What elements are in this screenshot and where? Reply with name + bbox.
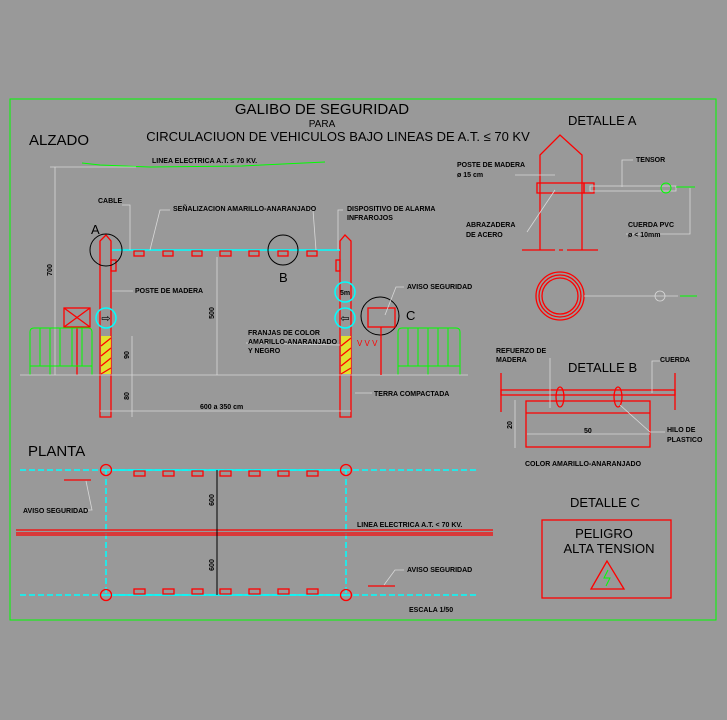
alzado-heading: ALZADO — [29, 132, 89, 149]
clamp-ring — [535, 271, 585, 321]
title-sub: CIRCULACIUON DE VEHICULOS BAJO LINEAS DE… — [146, 129, 530, 144]
hazard-stripes — [100, 336, 352, 375]
dim-80: 80 — [124, 392, 131, 400]
dim-600-bottom: 600 — [209, 559, 216, 571]
dim-600-top: 600 — [209, 494, 216, 506]
poste-a-label: POSTE DE MADERA — [457, 162, 525, 169]
planta-heading: PLANTA — [28, 443, 85, 460]
dim-50: 50 — [584, 428, 592, 435]
span-dim: 600 a 350 cm — [200, 404, 243, 411]
dim-700: 700 — [47, 264, 54, 276]
franjas-label-3: Y NEGRO — [248, 348, 281, 355]
plan-power-line-label: LINEA ELECTRICA A.T. < 70 KV. — [357, 522, 462, 529]
detail-a-circle — [89, 233, 123, 267]
refuerzo-label-2: MADERA — [496, 357, 527, 364]
alarm-marks: V V V — [357, 339, 378, 348]
plan-power-line — [16, 529, 493, 536]
detalle-a-heading: DETALLE A — [568, 113, 637, 128]
sign-alta-tension: ALTA TENSION — [563, 541, 654, 556]
arrow-right-sign-icon — [95, 307, 117, 329]
detalle-b-heading: DETALLE B — [568, 360, 637, 375]
title-main: GALIBO DE SEGURIDAD — [235, 101, 409, 118]
dispositivo-label: DISPOSITIVO DE ALARMA — [347, 206, 435, 213]
detalle-c-heading: DETALLE C — [570, 495, 640, 510]
warning-flags — [110, 250, 341, 272]
arrow-left-sign-icon — [334, 307, 356, 329]
title-para: PARA — [309, 119, 336, 130]
right-pole — [339, 234, 352, 418]
franjas-label: FRANJAS DE COLOR — [248, 330, 320, 337]
franjas-label-2: AMARILLO-ANARANJADO — [248, 339, 338, 346]
refuerzo-label: REFUERZO DE — [496, 348, 547, 355]
cable-label: CABLE — [98, 198, 122, 205]
label-a: A — [91, 222, 100, 237]
aviso-right-label: AVISO SEGURIDAD — [407, 567, 472, 574]
detail-c-circle — [360, 296, 400, 336]
power-line — [81, 161, 326, 168]
terra-label: TERRA COMPACTADA — [374, 391, 449, 398]
warning-panel — [525, 400, 651, 448]
dim-20: 20 — [507, 421, 514, 429]
cuerda-pvc-diam: ø < 10mm — [628, 232, 661, 239]
speed-sign-icon — [334, 281, 356, 303]
color-label: COLOR AMARILLO-ANARANJADO — [525, 461, 642, 468]
power-line-label: LINEA ELECTRICA A.T. ≤ 70 KV. — [152, 158, 257, 165]
cuerda-label: CUERDA — [660, 357, 690, 364]
plan-flags — [133, 470, 319, 595]
escala-label: ESCALA 1/50 — [409, 607, 453, 614]
detail-b-circle — [267, 234, 299, 266]
detalle-c: DETALLE C PELIGRO ALTA TENSION — [541, 495, 672, 599]
tensor-label: TENSOR — [636, 157, 665, 164]
aviso-left-label: AVISO SEGURIDAD — [23, 508, 88, 515]
rope-bar — [500, 389, 676, 396]
detalle-b: DETALLE B REFUERZO DE MADERA CUERDA HILO… — [496, 348, 703, 468]
tensor — [589, 185, 677, 192]
poste-label: POSTE DE MADERA — [135, 288, 203, 295]
poste-a-diam: ø 15 cm — [457, 172, 483, 179]
hilo-label: HILO DE — [667, 427, 696, 434]
dim-500: 500 — [209, 307, 216, 319]
aviso-label: AVISO SEGURIDAD — [407, 284, 472, 291]
hilo-label-2: PLASTICO — [667, 437, 703, 444]
sign-5m: 5m — [340, 290, 350, 297]
label-b: B — [279, 270, 288, 285]
abrazadera-label-2: DE ACERO — [466, 232, 503, 239]
danger-sign — [541, 519, 672, 599]
clamp — [536, 182, 585, 194]
fence-right — [397, 327, 461, 375]
pole-markers — [99, 463, 353, 602]
drawing-frame — [9, 98, 717, 621]
lightning-icon — [603, 569, 611, 587]
fence-left — [29, 327, 93, 375]
dim-90: 90 — [124, 351, 131, 359]
arrow-left-glyph: ⇦ — [340, 313, 349, 325]
left-pole — [99, 234, 112, 418]
senalizacion-label: SEÑALIZACION AMARILLO-ANARANJADO — [173, 204, 317, 213]
detail-pole — [539, 134, 583, 250]
dispositivo-label-2: INFRAROJOS — [347, 215, 393, 222]
sign-peligro: PELIGRO — [575, 526, 633, 541]
high-voltage-triangle-icon — [589, 559, 626, 590]
label-c: C — [406, 308, 415, 323]
planta-view: PLANTA LINEA ELECTRICA A.T. < 70 KV. 600… — [16, 443, 493, 614]
arrow-right-glyph: ⇨ — [101, 313, 110, 325]
alzado-view: ALZADO LINEA ELECTRICA A.T. ≤ 70 KV. 700… — [20, 132, 472, 418]
abrazadera-label: ABRAZADERA — [466, 222, 515, 229]
cuerda-pvc-label: CUERDA PVC — [628, 222, 674, 229]
detalle-a: DETALLE A TENSOR POSTE DE MADERA ø 15 cm… — [457, 113, 697, 321]
